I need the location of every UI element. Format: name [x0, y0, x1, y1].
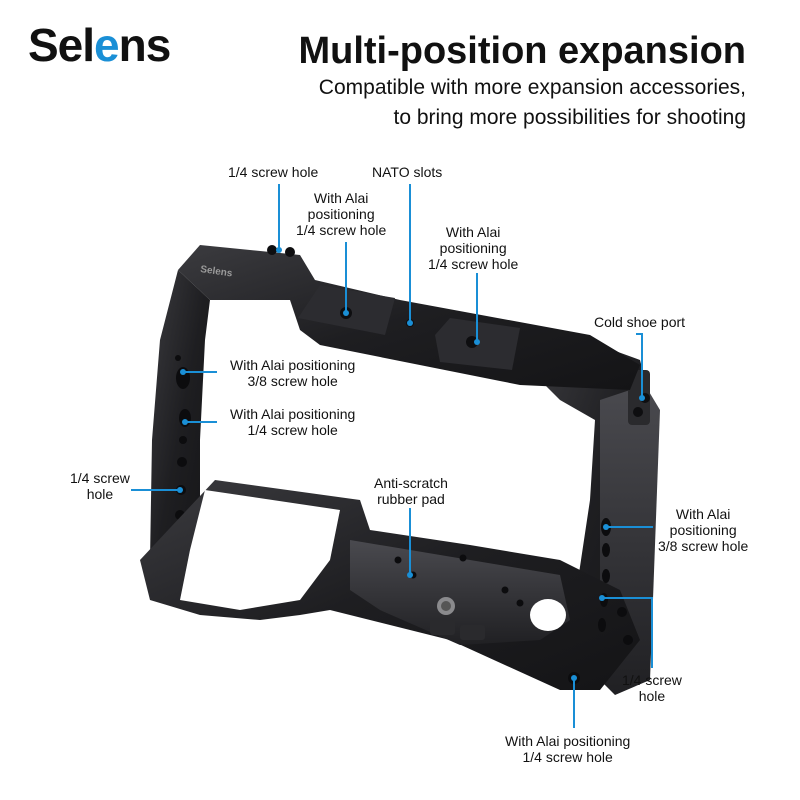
subtitle-line-1: Compatible with more expansion accessori…: [318, 76, 746, 99]
cage-engraving: Selens: [200, 264, 234, 279]
callout-nato-slots: NATO slots: [372, 164, 443, 180]
subtitle-line-2: to bring more possibilities for shooting: [393, 106, 746, 129]
brand-logo: Selens: [28, 19, 171, 71]
callout-top-quarter-hole: 1/4 screw hole: [228, 164, 319, 180]
callout-lines: [131, 184, 653, 728]
cage-bottom-frame: [140, 480, 640, 690]
callout-cold-shoe: Cold shoe port: [594, 314, 686, 330]
page-title: Multi-position expansion: [298, 30, 746, 72]
